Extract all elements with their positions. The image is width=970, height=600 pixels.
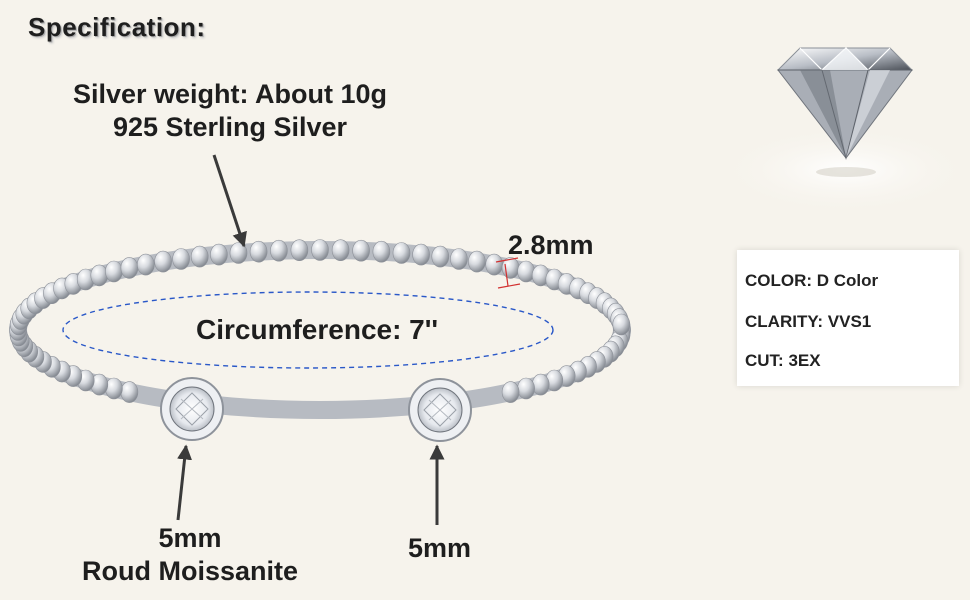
bracelet-bead [392,242,411,264]
bracelet-bead [431,245,450,268]
arrow-icon [212,154,247,248]
bracelet-bead [105,377,123,400]
circumference-label: Circumference: 7'' [196,314,439,345]
bracelet-bead [290,239,309,261]
bracelet-bead [311,239,329,261]
bracelet-bead [105,260,123,283]
spec-cut: CUT: 3EX [745,351,821,370]
left-stone [160,377,224,441]
bracelet-bead [210,243,228,266]
left-stone-type: Roud Moissanite [81,556,298,586]
bracelet-bead [531,373,550,396]
bracelet-bead [172,248,190,270]
bracelet-bead [249,240,268,263]
left-stone-size: 5mm [158,523,222,553]
bracelet-bead [517,260,535,283]
arrow-icon [176,444,193,521]
bracelet-bead [612,313,631,336]
bracelet-bead [120,381,139,403]
bracelet-bead [120,257,139,279]
bracelet-bead [468,250,486,273]
band-width-marker [495,257,521,289]
bracelet-bead [412,243,430,266]
material-line: 925 Sterling Silver [112,112,348,142]
bracelet-bead [372,240,391,263]
specification-title: Specification: [28,12,206,42]
circumference-outline [62,291,554,369]
bracelet-bead [517,377,535,400]
bracelet-image [9,239,631,442]
bracelet-bead [190,245,209,268]
bracelet-bead [90,264,109,287]
bracelet-bead [137,253,155,276]
bracelet-bead [331,239,350,261]
spec-color: COLOR: D Color [745,271,879,290]
right-stone-size: 5mm [408,533,472,563]
bracelet-bead [450,248,468,270]
right-stone [408,378,472,442]
bracelet-bead [154,250,172,273]
bracelet-bead [352,239,370,262]
weight-line: Silver weight: About 10g [72,79,388,109]
spec-clarity: CLARITY: VVS1 [745,312,872,331]
bracelet-bead [485,253,504,276]
bracelet-bead [270,239,288,262]
diamond-image [715,47,970,215]
bracelet-bead [501,381,520,403]
weight-annotation: Silver weight: About 10g 925 Sterling Si… [30,78,430,144]
diamond-spec-card: COLOR: D Color CLARITY: VVS1 CUT: 3EX [737,250,959,386]
left-stone-annotation: 5mm Roud Moissanite [40,522,340,588]
band-width-label: 2.8mm [508,230,594,260]
